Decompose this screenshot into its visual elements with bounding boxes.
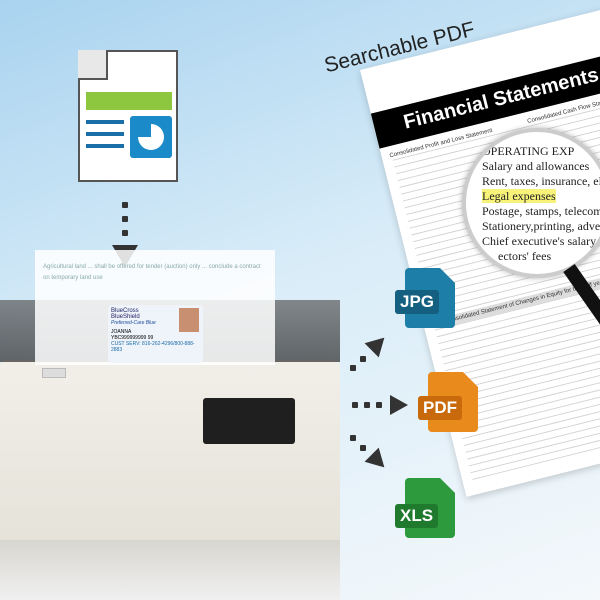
lens-line: OPERATING EXP xyxy=(482,144,575,158)
lens-line: ectors' fees xyxy=(498,249,552,263)
magnifier-lens: OPERATING EXP Salary and allowances Rent… xyxy=(462,128,600,278)
lens-line: Postage, stamps, telecommu xyxy=(482,204,600,218)
insurance-card: BlueCross BlueShield Preferred-Care Blue… xyxy=(108,305,203,363)
lens-line: Rent, taxes, insurance, elec xyxy=(482,174,600,188)
pdf-file-icon: PDF xyxy=(418,372,478,432)
document-fold xyxy=(78,50,108,80)
lens-line: Stationery,printing, adverti xyxy=(482,219,600,233)
card-name: JOANNA xyxy=(111,329,132,335)
xls-file-icon: XLS xyxy=(395,478,455,538)
xls-label: XLS xyxy=(395,504,439,528)
jpg-label: JPG xyxy=(395,290,440,314)
card-plan: Preferred-Care Blue xyxy=(111,320,156,326)
jpg-file-icon: JPG xyxy=(395,268,455,328)
scanner-latch[interactable] xyxy=(42,368,66,378)
card-id: YBC999999999 99 xyxy=(111,335,154,341)
card-brand: BlueCross xyxy=(111,308,139,314)
document-icon xyxy=(78,50,178,182)
lens-line: Salary and allowances xyxy=(482,159,590,173)
scanner-body xyxy=(0,360,340,560)
scanner-base xyxy=(0,540,340,600)
card-brand-2: BlueShield xyxy=(111,314,140,320)
card-service: CUST SERV: 816-262-4296/800-888-2883 xyxy=(111,341,195,353)
pdf-label: PDF xyxy=(418,396,462,420)
lens-line-highlighted: Legal expenses xyxy=(482,189,556,203)
scanner-control-panel[interactable] xyxy=(203,398,295,444)
lens-line: Chief executive's salary xyxy=(482,234,597,248)
